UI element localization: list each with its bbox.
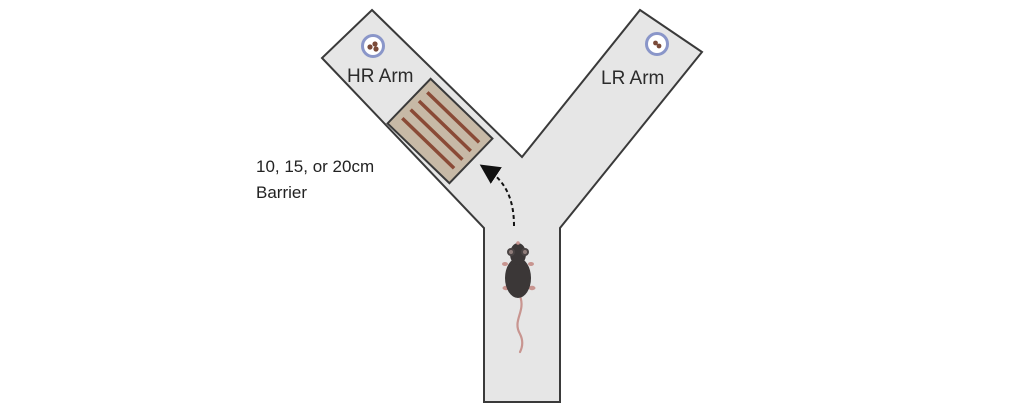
barrier-label-line1: 10, 15, or 20cm (256, 157, 374, 176)
barrier (386, 77, 494, 185)
mouse-icon (502, 241, 536, 354)
lr-arm-label: LR Arm (601, 68, 664, 89)
dashed-arrow-icon (479, 164, 515, 227)
barrier-label-line2: Barrier (256, 183, 307, 202)
food-dish-icon (645, 32, 669, 56)
food-dish-icon (361, 34, 385, 58)
hr-arm-label: HR Arm (347, 66, 414, 87)
